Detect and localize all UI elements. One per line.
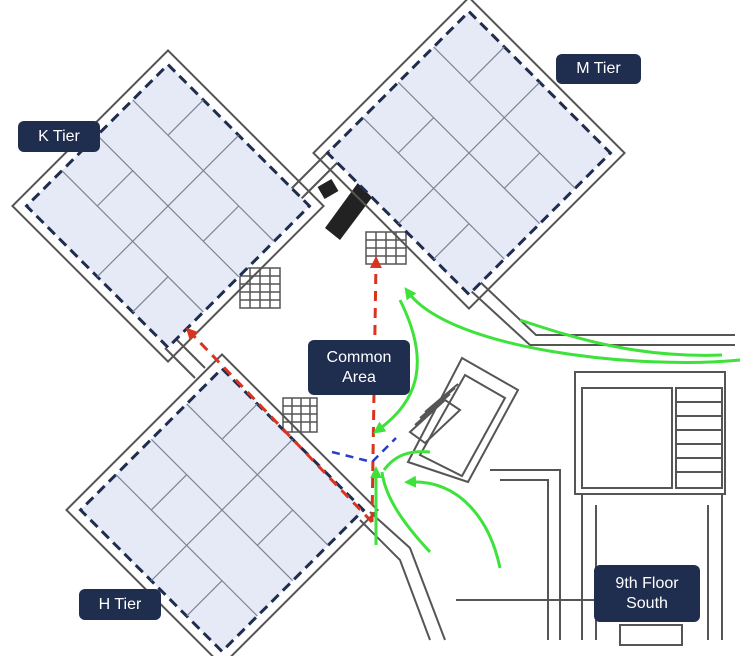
common-area-line2: Area xyxy=(342,368,376,386)
floor-label: 9th Floor South xyxy=(594,565,700,622)
central-stair-block xyxy=(406,356,520,484)
m-tier-label-text: M Tier xyxy=(576,60,621,77)
front-desk xyxy=(317,178,376,240)
m-tier-label: M Tier xyxy=(556,54,641,84)
k-tier-label-text: K Tier xyxy=(38,127,80,145)
floor-label-line2: South xyxy=(626,594,668,612)
corridor-walls xyxy=(164,149,735,641)
stairs xyxy=(239,231,407,433)
blue-dashed-route xyxy=(331,437,397,464)
k-tier-label: K Tier xyxy=(18,121,100,152)
h-tier-label: H Tier xyxy=(79,589,161,620)
m-tier-pod xyxy=(312,0,626,310)
common-area-label: Common Area xyxy=(308,340,410,395)
floor-label-line1: 9th Floor xyxy=(615,574,679,592)
common-area-line1: Common xyxy=(326,348,392,366)
south-building xyxy=(574,371,726,646)
h-tier-label-text: H Tier xyxy=(98,595,142,613)
green-routes xyxy=(370,287,741,569)
red-dashed-route xyxy=(185,256,382,524)
k-tier-pod xyxy=(11,49,325,363)
